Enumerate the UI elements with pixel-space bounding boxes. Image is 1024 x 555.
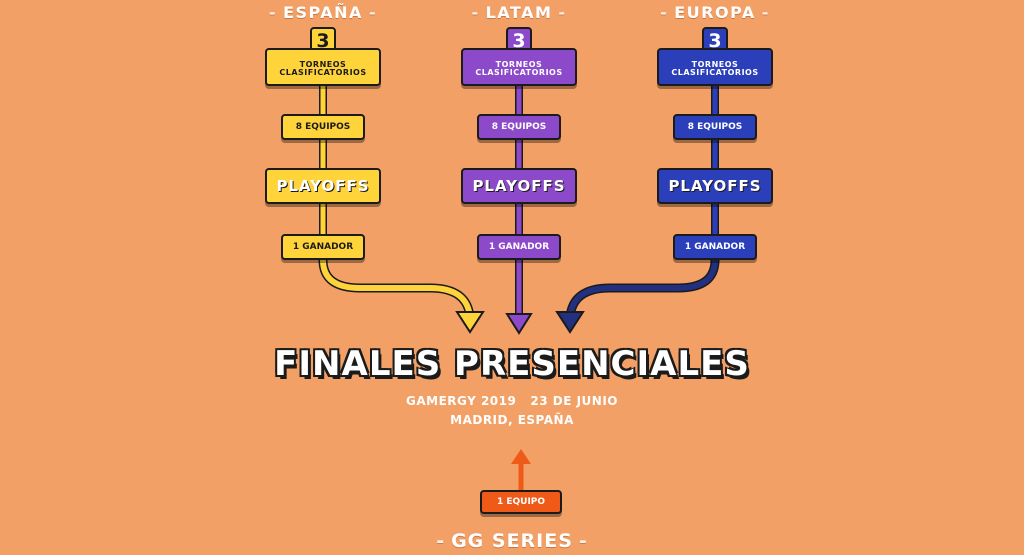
espana-arrow-head [455,311,485,334]
espana-teams-box: 8 EQUIPOS [281,114,365,140]
espana-playoffs-box: PLAYOFFS [265,168,381,204]
europa-teams-box: 8 EQUIPOS [673,114,757,140]
latam-arrow-head [505,313,533,335]
region-label-latam: -LATAM- [471,3,567,22]
finals-date: 23 DE JUNIO [530,394,618,408]
europa-arrow-head [555,311,585,334]
finals-event: GAMERGY 2019 [405,394,517,408]
europa-tournaments-box: TORNEOS CLASIFICATORIOS [657,48,773,86]
espana-curve-arrow-fill [320,259,473,319]
europa-playoffs-box: PLAYOFFS [657,168,773,204]
europa-curve-arrow-fill [567,259,718,319]
finals-event-line: GAMERGY 2019 23 DE JUNIO [0,394,1024,408]
gg-team-box: 1 EQUIPO [480,490,562,514]
region-label-espana: -ESPAÑA- [268,3,378,22]
latam-playoffs-box: PLAYOFFS [461,168,577,204]
gg-series-label: -GG SERIES- [436,530,588,552]
gg-arrow-head [511,449,531,464]
latam-tournaments-box: TORNEOS CLASIFICATORIOS [461,48,577,86]
espana-tournaments-box: TORNEOS CLASIFICATORIOS [265,48,381,86]
espana-winner-box: 1 GANADOR [281,234,365,260]
region-label-europa: -EUROPA- [660,3,770,22]
europa-winner-box: 1 GANADOR [673,234,757,260]
finals-title: FINALES PRESENCIALES [274,344,750,384]
latam-teams-box: 8 EQUIPOS [477,114,561,140]
latam-winner-box: 1 GANADOR [477,234,561,260]
finals-location: MADRID, ESPAÑA [450,413,574,427]
